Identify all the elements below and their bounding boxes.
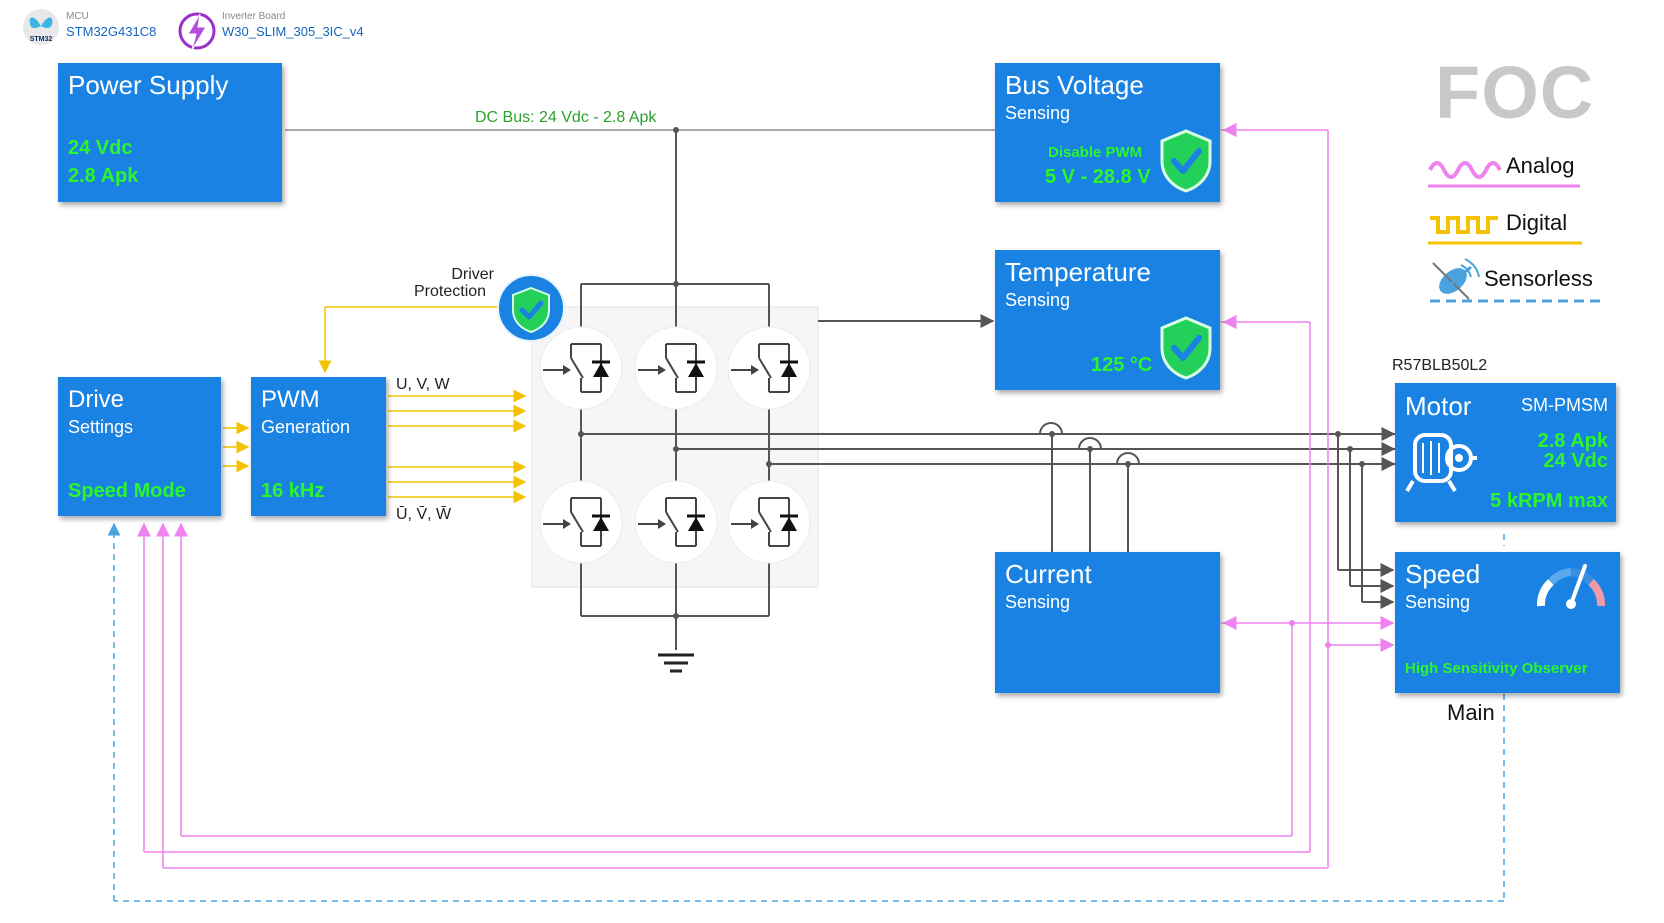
board-name-link[interactable]: W30_SLIM_305_3IC_v4 <box>222 24 364 39</box>
analog-junctions <box>1289 620 1331 648</box>
power-supply-current: 2.8 Apk <box>68 165 139 187</box>
pwm-subtitle: Generation <box>261 417 351 437</box>
pwm-high-side-label: U, V, W <box>396 376 450 393</box>
driver-protection-label-1: Driver <box>451 266 494 283</box>
switch-low-u <box>539 480 623 564</box>
switch-high-v <box>634 326 718 410</box>
speed-phase-wires <box>1337 434 1395 609</box>
speed-sensing-subtitle: Sensing <box>1405 592 1471 612</box>
bus-voltage-block[interactable]: Bus Voltage Sensing Disable PWM 5 V - 28… <box>995 63 1220 202</box>
legend-digital-label: Digital <box>1506 210 1568 235</box>
analog-feedback-wires <box>137 129 1395 869</box>
drive-settings-subtitle: Settings <box>68 417 134 437</box>
speed-sensing-observer: High Sensitivity Observer <box>1405 660 1588 677</box>
dc-bus-label: DC Bus: 24 Vdc - 2.8 Apk <box>475 109 657 126</box>
switch-high-w <box>727 326 811 410</box>
foc-title: FOC <box>1435 51 1595 134</box>
legend-analog-label: Analog <box>1506 153 1575 178</box>
switch-low-v <box>634 480 718 564</box>
pwm-block[interactable]: PWM Generation 16 kHz <box>251 377 386 516</box>
drive-settings-block[interactable]: Drive Settings Speed Mode <box>58 377 221 516</box>
sensorless-feedback-wire <box>107 522 1505 902</box>
board-caption: Inverter Board <box>222 11 286 22</box>
pwm-to-bridge-arrows <box>388 389 527 504</box>
bus-voltage-action: Disable PWM <box>1048 144 1143 161</box>
current-sensing-title: Current <box>1005 559 1092 589</box>
power-supply-title: Power Supply <box>68 70 229 100</box>
driver-protection-label-2: Protection <box>414 283 487 300</box>
driver-protection-wire <box>318 306 497 374</box>
pwm-title: PWM <box>261 386 320 413</box>
drive-settings-mode: Speed Mode <box>68 480 186 502</box>
switch-low-w <box>727 480 811 564</box>
temperature-value: 125 °C <box>1091 354 1153 376</box>
power-supply-voltage: 24 Vdc <box>68 137 133 159</box>
drive-settings-title: Drive <box>68 386 125 413</box>
inverter-board-icon <box>178 12 216 51</box>
junction-dots <box>578 127 1365 619</box>
temperature-subtitle: Sensing <box>1005 290 1071 310</box>
speed-sensing-block[interactable]: Speed Sensing High Sensitivity Observer <box>1395 552 1620 693</box>
current-sensing-block[interactable]: Current Sensing <box>995 552 1220 693</box>
motor-block[interactable]: Motor SM-PMSM 2.8 Apk 24 Vdc 5 kRPM max <box>1395 383 1616 522</box>
motor-part-number: R57BLB50L2 <box>1392 357 1488 374</box>
motor-phase-arrows <box>1380 427 1396 471</box>
current-sensor-loops <box>1039 422 1140 465</box>
temperature-block[interactable]: Temperature Sensing 125 °C <box>995 250 1220 390</box>
motor-voltage: 24 Vdc <box>1543 450 1608 472</box>
motor-max-speed: 5 kRPM max <box>1490 490 1608 512</box>
motor-icon <box>1405 433 1477 493</box>
st-logo-icon: STM32 <box>23 9 59 45</box>
ground-symbol <box>658 653 694 673</box>
drive-to-pwm-arrows <box>223 421 250 473</box>
analog-legend-icon <box>1428 161 1580 188</box>
motor-current: 2.8 Apk <box>1537 430 1608 452</box>
motor-title: Motor <box>1405 391 1472 421</box>
speed-sensing-title: Speed <box>1405 559 1481 589</box>
pwm-frequency: 16 kHz <box>261 480 325 502</box>
motor-type: SM-PMSM <box>1521 395 1608 415</box>
sensorless-legend-icon <box>1430 258 1600 303</box>
bus-voltage-title: Bus Voltage <box>1005 70 1144 100</box>
pwm-low-side-label: Ū, V̄, W̄ <box>396 506 452 523</box>
speedometer-icon <box>1536 564 1606 609</box>
mcu-name-link[interactable]: STM32G431C8 <box>66 24 157 39</box>
temperature-title: Temperature <box>1005 257 1151 287</box>
switch-high-u <box>539 326 623 410</box>
st-logo-text: STM32 <box>30 36 53 43</box>
driver-protection-shield-icon <box>497 274 565 342</box>
legend-sensorless-label: Sensorless <box>1484 266 1593 291</box>
mcu-caption: MCU <box>66 11 89 22</box>
protection-shield-icon <box>1160 316 1212 380</box>
bridge-switches <box>539 326 811 564</box>
current-sensing-subtitle: Sensing <box>1005 592 1071 612</box>
power-supply-block[interactable]: Power Supply 24 Vdc 2.8 Apk <box>58 63 282 202</box>
speed-sensing-caption: Main <box>1447 700 1495 725</box>
analog-input-arrows <box>1222 123 1237 630</box>
bus-voltage-range: 5 V - 28.8 V <box>1045 166 1151 188</box>
bus-voltage-subtitle: Sensing <box>1005 103 1071 123</box>
digital-legend-icon <box>1428 216 1582 245</box>
protection-shield-icon <box>1160 129 1212 193</box>
